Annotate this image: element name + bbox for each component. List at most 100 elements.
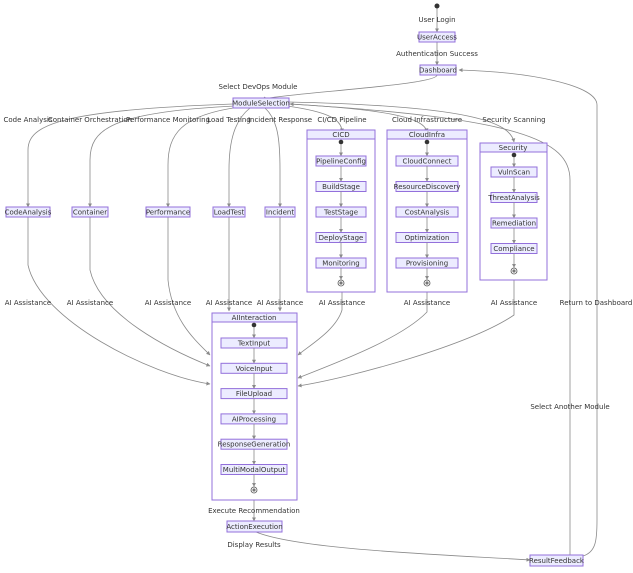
- cluster-chains: PipelineConfigBuildStageTestStageDeployS…: [218, 139, 540, 494]
- cluster-security-end-core: [512, 269, 516, 273]
- label-security-scanning: Security Scanning: [482, 116, 545, 124]
- label-ai-assistance: AI Assistance: [491, 299, 537, 307]
- node-voiceinput[interactable]: VoiceInput: [220, 362, 288, 374]
- node-threatanalysis-label: ThreatAnalysis: [487, 194, 540, 202]
- label-container-orchestration: Container Orchestration: [48, 116, 132, 124]
- node-textinput-label: TextInput: [237, 340, 271, 348]
- node-compliance-label: Compliance: [493, 245, 534, 253]
- edge-resultfeedback-moduleselection: [289, 102, 571, 555]
- cluster-ai-start-dot: [251, 322, 257, 328]
- label-select-module: Select DevOps Module: [219, 83, 298, 91]
- cluster-cloudinfra-title: CloudInfra: [409, 131, 445, 139]
- node-buildstage[interactable]: BuildStage: [315, 181, 367, 192]
- label-ai-assistance: AI Assistance: [67, 299, 113, 307]
- node-pipelineconfig[interactable]: PipelineConfig: [315, 155, 367, 167]
- node-resourcediscovery-label: ResourceDiscovery: [394, 183, 461, 191]
- node-incident[interactable]: Incident: [264, 206, 296, 218]
- node-remediation[interactable]: Remediation: [490, 217, 538, 229]
- node-textinput[interactable]: TextInput: [220, 337, 288, 349]
- node-provisioning-label: Provisioning: [406, 260, 448, 268]
- node-aiprocessing[interactable]: AIProcessing: [220, 413, 288, 425]
- label-ai-assistance: AI Assistance: [404, 299, 450, 307]
- node-vulnscan[interactable]: VulnScan: [490, 166, 538, 178]
- node-deploystage-label: DeployStage: [319, 234, 364, 242]
- edge-ms-security: [288, 101, 516, 143]
- edge-ms-container: [88, 105, 236, 208]
- edge-cloudinfra-ai: [297, 292, 428, 379]
- node-actionexecution-label: ActionExecution: [226, 523, 282, 531]
- cluster-cicd-title: CICD: [332, 131, 349, 139]
- cluster-ai-end-core: [252, 488, 256, 492]
- node-aiprocessing-label: AIProcessing: [232, 415, 276, 423]
- node-loadtest-label: LoadTest: [214, 209, 245, 217]
- start-dot: [434, 3, 440, 9]
- node-threatanalysis[interactable]: ThreatAnalysis: [487, 192, 540, 203]
- label-ai-assistance: AI Assistance: [5, 299, 51, 307]
- node-optimization[interactable]: Optimization: [395, 232, 459, 243]
- node-provisioning[interactable]: Provisioning: [395, 257, 459, 269]
- edge-cicd-ai: [297, 292, 343, 356]
- edge-ms-codeanalysis: [26, 103, 234, 208]
- node-moduleselection[interactable]: ModuleSelection: [232, 97, 290, 109]
- node-useraccess[interactable]: UserAccess: [417, 31, 457, 43]
- node-optimization-label: Optimization: [405, 234, 450, 242]
- cluster-security: Security: [479, 142, 548, 281]
- edge-ms-performance: [166, 106, 241, 208]
- edge-security-ai: [297, 280, 515, 388]
- node-costanalysis[interactable]: CostAnalysis: [395, 206, 459, 218]
- node-responsegeneration[interactable]: ResponseGeneration: [218, 438, 291, 450]
- edge-container-ai: [89, 217, 211, 367]
- cluster-cloudinfra-end-core: [425, 281, 429, 285]
- node-codeanalysis[interactable]: CodeAnalysis: [5, 206, 52, 218]
- label-select-another-module: Select Another Module: [530, 403, 609, 411]
- node-cloudconnect[interactable]: CloudConnect: [395, 155, 459, 167]
- label-user-login: User Login: [418, 16, 455, 24]
- label-load-testing: Load Testing: [207, 116, 251, 124]
- edge-dashboard-moduleselection: [261, 74, 438, 101]
- node-container[interactable]: Container: [71, 206, 109, 218]
- node-teststage[interactable]: TestStage: [315, 206, 367, 218]
- node-resultfeedback-label: ResultFeedback: [529, 557, 585, 565]
- node-useraccess-label: UserAccess: [417, 34, 457, 42]
- label-code-analysis: Code Analysis: [4, 116, 53, 124]
- node-multimodaloutput[interactable]: MultiModalOutput: [220, 464, 288, 475]
- edge-labels: User Login Authentication Success Select…: [4, 16, 633, 549]
- edge-resultfeedback-dashboard: [458, 68, 598, 557]
- node-resultfeedback[interactable]: ResultFeedback: [529, 554, 585, 567]
- node-vulnscan-label: VulnScan: [498, 169, 530, 177]
- label-ai-assistance: AI Assistance: [257, 299, 303, 307]
- node-remediation-label: Remediation: [492, 220, 536, 228]
- node-costanalysis-label: CostAnalysis: [405, 209, 450, 217]
- edges: [26, 8, 598, 562]
- label-ai-assistance: AI Assistance: [206, 299, 252, 307]
- node-moduleselection-label: ModuleSelection: [232, 100, 290, 108]
- label-ai-assistance: AI Assistance: [319, 299, 365, 307]
- label-incident-response: Incident Response: [248, 116, 312, 124]
- node-performance[interactable]: Performance: [145, 206, 191, 218]
- node-pipelineconfig-label: PipelineConfig: [316, 158, 366, 166]
- node-incident-label: Incident: [266, 209, 294, 217]
- label-ai-assistance: AI Assistance: [145, 299, 191, 307]
- cluster-cloudinfra-start-dot: [424, 139, 430, 145]
- edge-ms-incident: [264, 107, 282, 208]
- node-codeanalysis-label: CodeAnalysis: [5, 209, 52, 217]
- node-compliance[interactable]: Compliance: [490, 243, 538, 254]
- node-monitoring[interactable]: Monitoring: [315, 257, 367, 269]
- node-responsegeneration-label: ResponseGeneration: [218, 441, 291, 449]
- label-return-to-dashboard: Return to Dashboard: [560, 299, 633, 307]
- node-dashboard[interactable]: Dashboard: [419, 64, 457, 76]
- label-auth-success: Authentication Success: [396, 50, 478, 58]
- node-teststage-label: TestStage: [323, 209, 358, 217]
- node-deploystage[interactable]: DeployStage: [315, 232, 367, 243]
- node-resourcediscovery[interactable]: ResourceDiscovery: [394, 181, 461, 192]
- cluster-security-title: Security: [499, 144, 528, 152]
- node-fileupload[interactable]: FileUpload: [220, 388, 288, 400]
- node-loadtest[interactable]: LoadTest: [212, 206, 246, 218]
- edge-codeanalysis-ai: [27, 217, 211, 386]
- edge-performance-ai: [167, 217, 211, 356]
- node-actionexecution[interactable]: ActionExecution: [226, 520, 283, 533]
- node-performance-label: Performance: [146, 209, 190, 217]
- node-multimodaloutput-label: MultiModalOutput: [223, 466, 286, 474]
- label-display-results: Display Results: [227, 541, 281, 549]
